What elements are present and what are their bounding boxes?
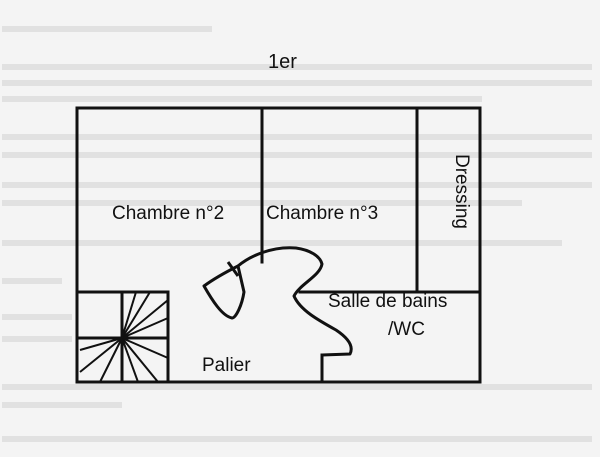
room-label-dressing: Dressing <box>451 154 472 229</box>
curved-partition <box>202 246 353 357</box>
walls <box>75 106 482 384</box>
spiral-stair-treads <box>79 291 169 383</box>
outer-wall <box>75 106 482 384</box>
background-text-noise <box>2 26 592 442</box>
room-label-salle-de-bains: Salle de bains <box>328 291 448 312</box>
room-label-wc: /WC <box>388 319 425 340</box>
room-label-palier: Palier <box>202 355 251 376</box>
room-label-chambre-3: Chambre n°3 <box>266 203 379 224</box>
floor-title: 1er <box>268 51 297 73</box>
room-label-chambre-2: Chambre n°2 <box>112 203 225 224</box>
